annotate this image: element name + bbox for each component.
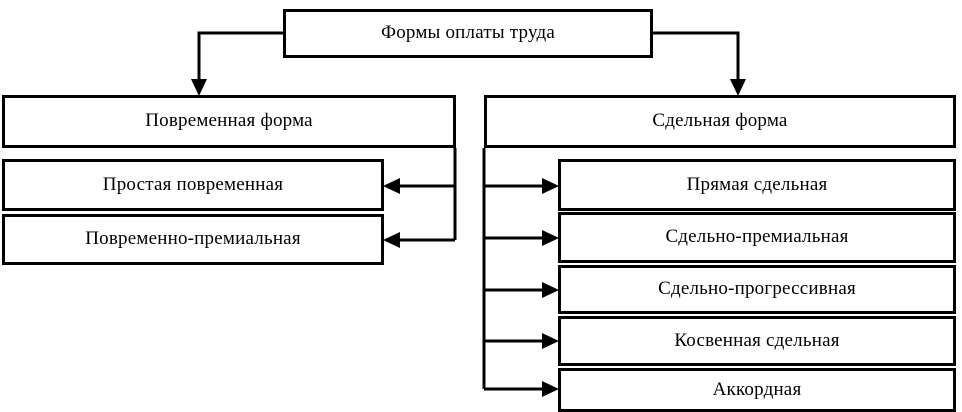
node-label-simple-time-based: Простая повременная — [102, 173, 284, 195]
arrowhead-down-right — [730, 79, 746, 96]
node-piece-rate-progressive[interactable]: Сдельно-прогрессивная — [558, 265, 956, 314]
node-direct-piece-rate[interactable]: Прямая сдельная — [558, 159, 956, 211]
connector-piece-to-r5 — [484, 381, 559, 397]
connector-root-to-time — [191, 31, 283, 96]
node-label-time-based-form: Повременная форма — [145, 110, 313, 132]
arrowhead-right-2 — [542, 230, 559, 246]
node-label-indirect-piece-rate: Косвенная сдельная — [674, 329, 840, 351]
node-payment-forms-root[interactable]: Формы оплаты труда — [283, 9, 653, 58]
node-label-direct-piece-rate: Прямая сдельная — [686, 173, 828, 195]
connector-time-to-l2 — [383, 232, 455, 248]
connector-time-to-l1 — [383, 178, 455, 194]
node-label-time-based-bonus: Повременно-премиальная — [85, 228, 301, 250]
node-label-piece-rate-form: Сдельная форма — [652, 110, 788, 132]
node-simple-time-based[interactable]: Простая повременная — [2, 159, 384, 211]
connector-piece-to-r3 — [484, 282, 559, 298]
connector-piece-to-r1 — [484, 178, 559, 194]
node-indirect-piece-rate[interactable]: Косвенная сдельная — [558, 316, 956, 366]
arrowhead-left-2 — [383, 232, 400, 248]
node-piece-rate-form[interactable]: Сдельная форма — [484, 95, 956, 148]
node-time-based-form[interactable]: Повременная форма — [2, 95, 456, 148]
arrowhead-down-left — [191, 79, 207, 96]
node-piece-rate-bonus[interactable]: Сдельно-премиальная — [558, 212, 956, 263]
arrowhead-left-1 — [383, 178, 400, 194]
connector-piece-to-r2 — [484, 230, 559, 246]
node-label-piece-rate-bonus: Сдельно-премиальная — [665, 226, 849, 248]
connector-piece-to-r4 — [484, 333, 559, 349]
connector-root-to-piece — [653, 31, 746, 96]
node-label-lump-sum: Аккордная — [712, 378, 802, 400]
node-label-piece-rate-progressive: Сдельно-прогрессивная — [658, 278, 856, 300]
arrowhead-right-1 — [542, 178, 559, 194]
arrowhead-right-4 — [542, 333, 559, 349]
node-time-based-bonus[interactable]: Повременно-премиальная — [2, 214, 384, 265]
node-lump-sum[interactable]: Аккордная — [558, 368, 956, 412]
arrowhead-right-5 — [542, 381, 559, 397]
node-label-root: Формы оплаты труда — [381, 22, 555, 44]
arrowhead-right-3 — [542, 282, 559, 298]
